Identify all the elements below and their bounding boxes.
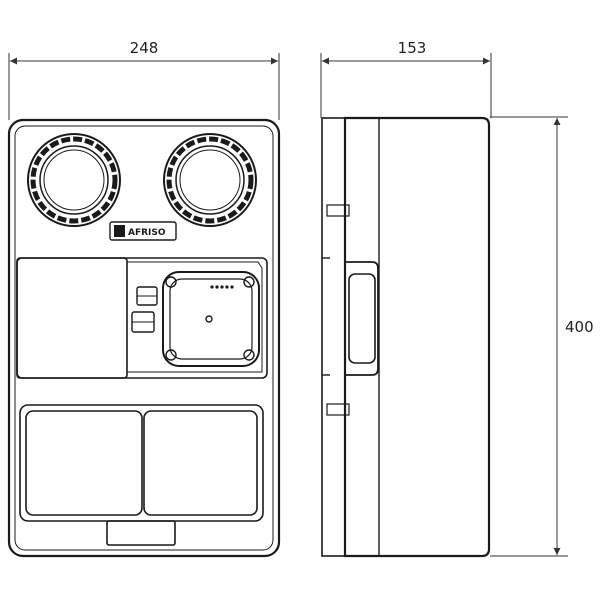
width-label: 248	[130, 39, 159, 57]
lower-cover-right	[143, 410, 258, 516]
led-2	[215, 285, 219, 289]
dimension-width: 248	[8, 39, 280, 120]
side-handle	[348, 273, 376, 364]
pump-panel	[16, 257, 268, 379]
lower-section	[19, 404, 264, 546]
left-gauge-bezel-inner	[39, 145, 109, 215]
dimension-height: 400	[490, 116, 594, 557]
side-housing	[343, 116, 491, 558]
lower-cover-left	[25, 410, 143, 516]
right-gauge-knurled-ring	[166, 136, 254, 224]
right-gauge-bezel-outer	[163, 133, 257, 227]
led-5	[230, 285, 234, 289]
dimension-depth: 153	[320, 39, 492, 118]
logo-text: AFRISO	[128, 228, 166, 238]
led-1	[210, 285, 214, 289]
right-gauge-bezel-inner	[175, 145, 245, 215]
height-label: 400	[565, 318, 594, 336]
led-3	[220, 285, 224, 289]
bottom-label-slot	[106, 520, 176, 546]
logo-mark	[114, 225, 125, 237]
front-housing	[7, 118, 281, 558]
pump-cavity	[127, 261, 263, 373]
left-gauge	[27, 133, 121, 227]
side-handle-recess	[345, 261, 379, 376]
pump-screw-tl	[165, 276, 177, 288]
side-view	[321, 116, 491, 558]
right-gauge	[163, 133, 257, 227]
pump-indicator-leds	[210, 285, 234, 289]
mount-bracket-lower	[326, 403, 350, 416]
led-4	[225, 285, 229, 289]
right-gauge-face	[179, 149, 241, 211]
pump-body-inner	[169, 278, 253, 360]
logo-plate: AFRISO	[109, 221, 177, 241]
left-gauge-knurled-ring	[30, 136, 118, 224]
left-gauge-face	[43, 149, 105, 211]
mount-bracket-upper	[326, 204, 350, 217]
front-view: AFRISO	[7, 118, 281, 558]
depth-label: 153	[398, 39, 427, 57]
pump-screw-tr	[243, 276, 255, 288]
left-gauge-bezel-outer	[27, 133, 121, 227]
pump-screw-br	[243, 349, 255, 361]
pump-panel-left-cover	[16, 257, 128, 379]
pump-section	[16, 257, 268, 379]
pump-screw-bl	[165, 349, 177, 361]
front-housing-inner	[14, 125, 274, 551]
logo-frame	[109, 221, 177, 241]
pump-body	[162, 271, 260, 367]
pump-shaft	[205, 315, 213, 323]
side-back-plate	[321, 117, 346, 557]
